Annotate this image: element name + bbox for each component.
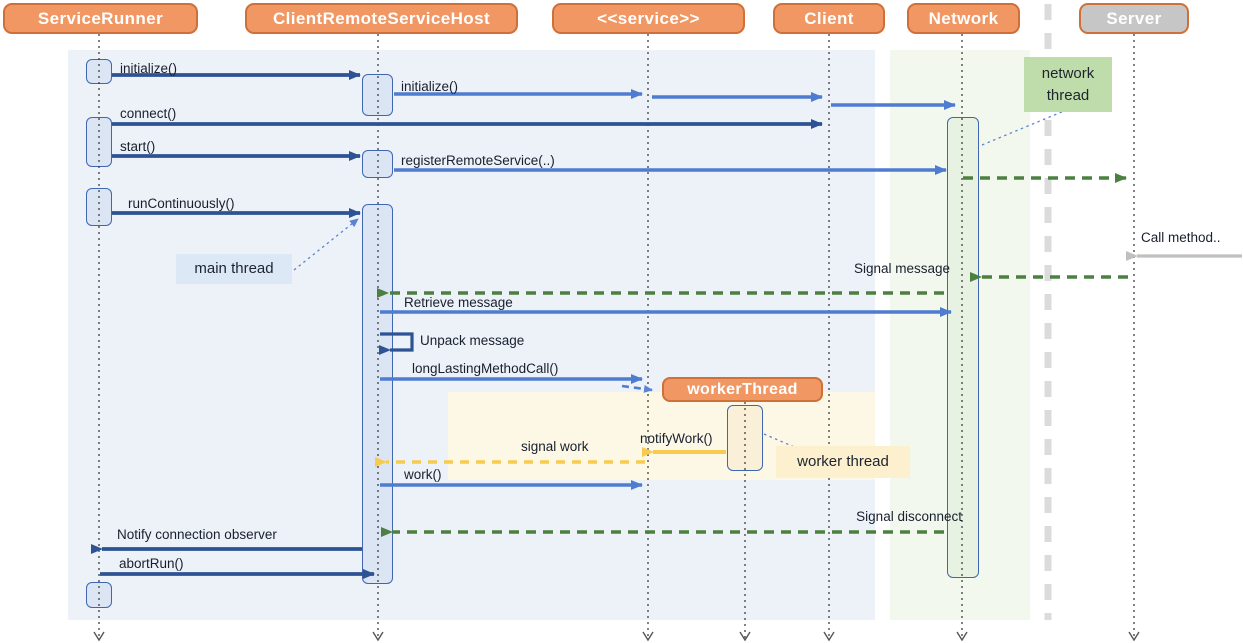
arrow-spawn-workerthread [621, 384, 653, 393]
label-run-continuously: runContinuously() [128, 196, 235, 211]
activation-host-initialize [362, 74, 393, 116]
participant-client: Client [773, 3, 885, 34]
label-call-method: Call method.. [1141, 230, 1221, 245]
lifeline-end-arrows [93, 631, 1140, 642]
label-register-remote-service: registerRemoteService(..) [401, 153, 555, 168]
participant-server: Server [1079, 3, 1189, 34]
label-work: work() [404, 467, 442, 482]
label-connect: connect() [120, 106, 177, 121]
label-abort-run: abortRun() [119, 556, 184, 571]
arrow-unpack-message-selfcall [379, 332, 414, 355]
label-notify-connection-observer: Notify connection observer [117, 527, 277, 542]
label-signal-disconnect: Signal disconnect [856, 509, 962, 524]
participant-service: <<service>> [552, 3, 745, 34]
note-worker-thread: worker thread [776, 446, 910, 478]
label-unpack-message: Unpack message [420, 333, 525, 348]
participant-servicerunner: ServiceRunner [3, 3, 198, 34]
panel-client-side [68, 50, 875, 620]
label-signal-work: signal work [521, 439, 589, 454]
label-long-lasting-method-call: longLastingMethodCall() [412, 361, 559, 376]
label-retrieve-message: Retrieve message [404, 295, 513, 310]
connector-main-thread-note [293, 218, 359, 271]
label-notify-work: notifyWork() [640, 431, 713, 446]
activation-network [947, 117, 979, 578]
label-initialize-sr: initialize() [120, 61, 178, 76]
note-network-thread: network thread [1024, 57, 1112, 112]
connector-network-thread-note [981, 110, 1065, 146]
label-signal-message: Signal message [853, 261, 950, 276]
participant-workerthread: workerThread [662, 377, 823, 402]
participant-network: Network [907, 3, 1020, 34]
participant-clientremoteservicehost: ClientRemoteServiceHost [245, 3, 518, 34]
note-main-thread: main thread [176, 254, 292, 284]
activation-servicerunner-run [86, 188, 112, 226]
label-initialize-host: initialize() [401, 79, 459, 94]
label-start: start() [120, 139, 156, 154]
